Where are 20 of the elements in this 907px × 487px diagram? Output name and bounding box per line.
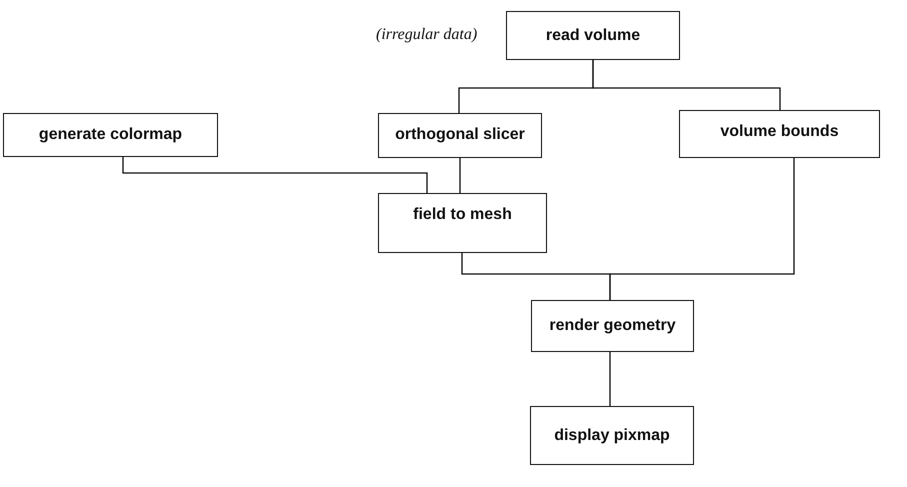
connector-line bbox=[122, 157, 428, 193]
process-box bbox=[679, 110, 880, 158]
connector-line bbox=[459, 158, 461, 193]
connector-line bbox=[609, 352, 611, 406]
box-label: read volume bbox=[546, 26, 640, 44]
box-label: generate colormap bbox=[38, 126, 182, 144]
box-label: render geometry bbox=[549, 317, 676, 335]
process-box bbox=[378, 113, 542, 158]
process-box bbox=[530, 406, 694, 465]
process-box bbox=[531, 300, 694, 352]
connector-line bbox=[609, 158, 795, 300]
box-label: orthogonal slicer bbox=[395, 126, 525, 144]
box-label: field to mesh bbox=[413, 206, 512, 224]
box-label: volume bounds bbox=[720, 123, 839, 141]
side-note: (irregular data) bbox=[376, 26, 478, 44]
process-box bbox=[378, 193, 547, 253]
box-label: display pixmap bbox=[554, 426, 670, 444]
process-box bbox=[506, 11, 680, 60]
process-box bbox=[3, 113, 218, 157]
connector-line bbox=[592, 60, 781, 110]
